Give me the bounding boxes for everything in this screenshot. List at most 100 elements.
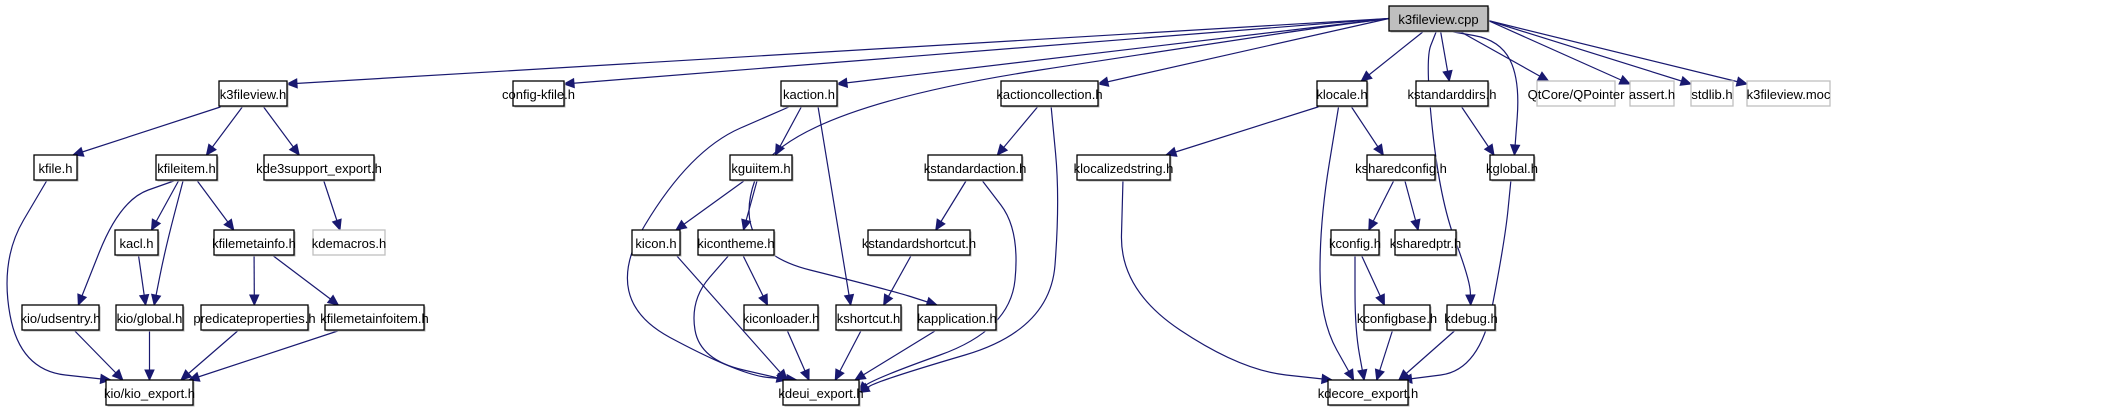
node-box [105, 379, 194, 406]
node-label: kstandardshortcut.h [862, 236, 976, 251]
node-kfilemetainfo-h[interactable]: kfilemetainfo.h [212, 229, 296, 257]
arrowhead-icon [835, 77, 849, 88]
node-kdecore-export-h[interactable]: kdecore_export.h [1318, 379, 1418, 407]
edge-kfileitem-h-to-kio-global-h [153, 179, 184, 306]
node-kconfig-h[interactable]: kconfig.h [1329, 229, 1381, 257]
node-label: ksharedptr.h [1390, 236, 1462, 251]
arrowhead-icon [288, 143, 300, 156]
node-kfilemetainfoitem-h[interactable]: kfilemetainfoitem.h [320, 304, 429, 332]
edge-kactioncollection-h-to-kstandardaction-h [996, 105, 1039, 156]
node-label: kde3support_export.h [256, 161, 382, 176]
arrowhead-icon [1357, 368, 1368, 382]
node-label: kdebug.h [1444, 311, 1498, 326]
edge-kdebug-h-to-kdecore-export-h [1398, 329, 1456, 381]
node-klocalizedstring-h[interactable]: klocalizedstring.h [1074, 154, 1174, 182]
edge-k3fileview-cpp-to-stdlib-h [1487, 19, 1692, 85]
node-kguiitem-h[interactable]: kguiitem.h [729, 154, 794, 182]
node-label: klocalizedstring.h [1074, 161, 1174, 176]
edge-k3fileview-h-to-kfile-h [72, 105, 224, 156]
node-box [782, 379, 860, 406]
node-ksharedconfig-h[interactable]: ksharedconfig.h [1355, 154, 1447, 182]
node-assert-h: assert.h [1629, 80, 1675, 107]
arrowhead-icon [150, 218, 162, 232]
node-kglobal-h[interactable]: kglobal.h [1486, 154, 1538, 182]
node-kio-udsentry-h[interactable]: kio/udsentry.h [21, 304, 101, 332]
node-label: kdecore_export.h [1318, 386, 1418, 401]
arrowhead-icon [1536, 71, 1550, 82]
arrowhead-icon [675, 219, 688, 231]
arrowhead-icon [331, 218, 342, 232]
arrowhead-icon [1618, 74, 1632, 85]
node-box [835, 304, 902, 331]
node-box [927, 154, 1023, 181]
node-kdebug-h[interactable]: kdebug.h [1444, 304, 1498, 332]
node-label: kactioncollection.h [996, 87, 1102, 102]
node-predicateproperties-h[interactable]: predicateproperties.h [193, 304, 316, 332]
node-config-kfile-h[interactable]: config-kfile.h [502, 80, 575, 108]
node-box [114, 229, 159, 256]
edges-layer [6, 17, 1749, 394]
node-label: kfilemetainfo.h [212, 236, 296, 251]
edge-k3fileview-cpp-to-kdebug-h [1427, 30, 1472, 306]
edge-k3fileview-cpp-to-config-kfile-h [563, 17, 1390, 85]
node-kstandarddirs-h[interactable]: kstandarddirs.h [1408, 80, 1497, 108]
edge-predicateproperties-h-to-kio-kio-export-h [180, 329, 240, 381]
node-label: klocale.h [1316, 87, 1367, 102]
edge-k3fileview-cpp-to-k3fileview-h [286, 17, 1390, 85]
node-kfile-h[interactable]: kfile.h [33, 154, 79, 182]
arrowhead-icon [1373, 143, 1384, 157]
node-label: kguiitem.h [731, 161, 790, 176]
node-label: kglobal.h [1486, 161, 1538, 176]
node-kdeui-export-h[interactable]: kdeui_export.h [778, 379, 864, 407]
node-kapplication-h[interactable]: kapplication.h [917, 304, 998, 332]
node-kdemacros-h: kdemacros.h [312, 229, 386, 256]
node-kde3support-export-h[interactable]: kde3support_export.h [256, 154, 382, 182]
node-kstandardshortcut-h[interactable]: kstandardshortcut.h [862, 229, 976, 257]
node-k3fileview-cpp[interactable]: k3fileview.cpp [1388, 5, 1490, 33]
arrowhead-icon [883, 293, 894, 307]
edge-k3fileview-cpp-to-k3fileview-moc [1487, 19, 1748, 85]
arrowhead-icon [1442, 69, 1453, 83]
arrowhead-icon [996, 143, 1009, 156]
node-ksharedptr-h[interactable]: ksharedptr.h [1390, 229, 1462, 257]
node-kfileitem-h[interactable]: kfileitem.h [155, 154, 219, 182]
node-box [1076, 154, 1171, 181]
node-kactioncollection-h[interactable]: kactioncollection.h [996, 80, 1103, 108]
arrowhead-icon [1096, 76, 1110, 87]
node-kicon-h[interactable]: kicon.h [631, 229, 682, 257]
node-label: stdlib.h [1691, 87, 1732, 102]
node-kstandardaction-h[interactable]: kstandardaction.h [924, 154, 1027, 182]
node-kconfigbase-h[interactable]: kconfigbase.h [1357, 304, 1437, 332]
node-label: kconfig.h [1329, 236, 1381, 251]
edge-kguiitem-h-to-kicon-h [675, 179, 746, 231]
node-kaction-h[interactable]: kaction.h [780, 80, 839, 108]
node-label: assert.h [1629, 87, 1675, 102]
node-label: k3fileview.moc [1747, 87, 1831, 102]
node-kacl-h[interactable]: kacl.h [114, 229, 160, 257]
node-kio-kio-export-h[interactable]: kio/kio_export.h [104, 379, 195, 407]
node-kio-global-h[interactable]: kio/global.h [115, 304, 185, 332]
node-label: kacl.h [120, 236, 154, 251]
node-label: kio/global.h [117, 311, 183, 326]
edge-klocale-h-to-kdecore-export-h [1319, 105, 1355, 381]
node-kshortcut-h[interactable]: kshortcut.h [835, 304, 903, 332]
node-kicontheme-h[interactable]: kicontheme.h [697, 229, 776, 257]
node-klocale-h[interactable]: klocale.h [1316, 80, 1369, 108]
node-label: ksharedconfig.h [1355, 161, 1447, 176]
node-stdlib-h: stdlib.h [1690, 80, 1734, 107]
arrowhead-icon [843, 293, 855, 307]
edge-kapplication-h-to-kdeui-export-h [854, 329, 937, 381]
arrowhead-icon [758, 293, 769, 307]
node-box [729, 154, 793, 181]
node-kiconloader-h[interactable]: kiconloader.h [743, 304, 820, 332]
node-box [1394, 229, 1457, 256]
node-k3fileview-h[interactable]: k3fileview.h [218, 80, 289, 108]
arrowhead-icon [1735, 76, 1749, 87]
arrowhead-icon [1374, 368, 1385, 382]
node-label: kconfigbase.h [1357, 311, 1437, 326]
node-box [21, 304, 100, 331]
arrowhead-icon [774, 143, 786, 157]
arrowhead-icon [799, 368, 810, 382]
node-label: kio/kio_export.h [104, 386, 195, 401]
node-box [743, 304, 819, 331]
